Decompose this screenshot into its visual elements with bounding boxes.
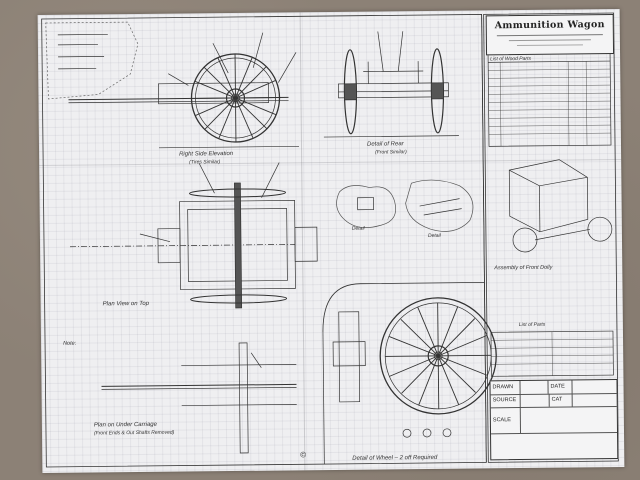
label-detail-a: Detail (351, 225, 365, 232)
label-general-note: Note: (63, 340, 77, 347)
label-side-elevation: Right Side Elevation (179, 151, 234, 158)
label-under-carriage: Plan on Under Carriage (93, 421, 157, 429)
source-label: SOURCE (490, 394, 521, 408)
blueprint-sheet: Right Side Elevation (Tires Similar) Det… (37, 8, 625, 474)
label-iso-view: Assembly of Front Dolly (494, 264, 553, 272)
info-row-scale: SCALE (490, 406, 618, 435)
date-value (572, 380, 616, 393)
label-under-note: (Front Ends & Out Shafts Removed) (93, 429, 175, 437)
title-rule (508, 39, 591, 42)
date-label: DATE (548, 380, 573, 394)
drawing-linework (41, 12, 619, 468)
label-wood-parts: List of Wood Parts (490, 55, 531, 63)
label-detail-b: Detail (427, 232, 441, 239)
label-side-note: (Tires Similar) (189, 159, 221, 166)
scale-label: SCALE (490, 407, 522, 434)
title-rule (496, 34, 603, 37)
label-rear-detail: Detail of Rear (366, 141, 404, 148)
scale-value (521, 406, 617, 433)
label-parts-list: List of Parts (518, 321, 546, 329)
label-wheel-detail: Detail of Wheel – 2 off Required (352, 454, 438, 462)
drawn-label: DRAWN (490, 381, 521, 395)
drawing-title: Ammunition Wagon (494, 19, 605, 32)
cat-label: CAT (548, 393, 573, 407)
info-table: DRAWN DATE SOURCE CAT SCALE (489, 379, 619, 461)
label-rear-note: (Front Similar) (375, 149, 407, 156)
copyright-mark: © (300, 450, 307, 460)
drawn-value (520, 380, 549, 395)
title-block: Ammunition Wagon (485, 14, 615, 56)
title-rule (516, 44, 583, 47)
label-plan-view: Plan View on Top (102, 300, 150, 308)
